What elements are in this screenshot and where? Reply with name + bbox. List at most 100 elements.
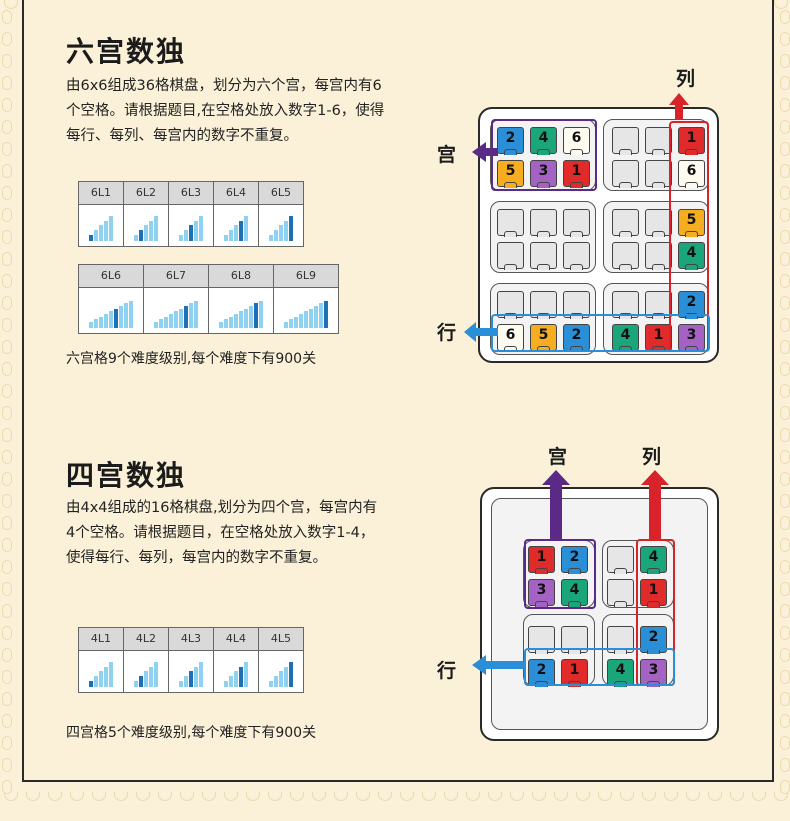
empty-tile: [530, 242, 557, 270]
level-bar: [114, 308, 118, 328]
level-bar: [289, 661, 293, 687]
side-scallop: [780, 648, 790, 662]
number-tile: 4: [678, 242, 705, 270]
level-bar: [179, 235, 183, 241]
level-bar: [149, 220, 153, 241]
side-scallop: [780, 230, 790, 244]
side-scallop: [2, 10, 12, 24]
level-card-6L4: 6L4: [214, 181, 259, 247]
side-scallop: [2, 340, 12, 354]
six-col-label: 列: [676, 68, 696, 90]
level-label: 6L9: [274, 265, 338, 288]
level-bar: [194, 666, 198, 687]
six-box-highlight: [491, 119, 597, 191]
side-scallop: [780, 384, 790, 398]
side-scallop: [780, 164, 790, 178]
side-scallop: [780, 120, 790, 134]
side-scallop: [2, 76, 12, 90]
level-bar: [119, 306, 123, 328]
side-scallop: [2, 142, 12, 156]
level-card-6L1: 6L1: [78, 181, 124, 247]
six-title: 六宫数独: [66, 35, 187, 68]
level-label: 6L3: [169, 182, 213, 205]
empty-tile: [645, 160, 672, 188]
empty-tile: [612, 127, 639, 155]
four-description: 由4x4组成的16格棋盘,划分为四个宫，每宫内有4个空格。请根据题目，在空格处放…: [66, 500, 378, 566]
side-scallop: [780, 758, 790, 772]
level-bar: [184, 676, 188, 687]
side-scallop: [780, 32, 790, 46]
side-scallop: [2, 208, 12, 222]
level-label: 4L3: [169, 628, 213, 651]
level-bar: [109, 661, 113, 687]
level-bar: [159, 319, 163, 328]
level-bar: [284, 220, 288, 241]
level-label: 4L2: [124, 628, 168, 651]
level-card-6L3: 6L3: [169, 181, 214, 247]
side-scallop: [780, 736, 790, 750]
number-tile: 1: [528, 546, 555, 574]
six-row-highlight: [491, 314, 710, 352]
level-bar: [154, 215, 158, 241]
level-card-6L7: 6L7: [144, 264, 209, 334]
side-scallop: [2, 98, 12, 112]
level-bar: [249, 306, 253, 328]
level-bars: [144, 288, 208, 333]
side-scallop: [2, 252, 12, 266]
level-label: 6L6: [79, 265, 143, 288]
side-scallop: [2, 406, 12, 420]
level-bars: [214, 205, 258, 246]
empty-tile: [530, 209, 557, 237]
side-scallop: [2, 120, 12, 134]
number-tile: 1: [561, 659, 588, 687]
level-bar: [234, 671, 238, 687]
level-bar: [99, 225, 103, 241]
level-bar: [279, 671, 283, 687]
side-scallop: [780, 604, 790, 618]
level-bar: [229, 230, 233, 241]
empty-tile: [612, 160, 639, 188]
empty-tile: [645, 209, 672, 237]
level-bar: [224, 681, 228, 687]
six-col-arrow: [669, 93, 689, 120]
four-row-highlight: [524, 648, 675, 686]
level-bar: [224, 319, 228, 328]
level-bar: [144, 671, 148, 687]
side-scallop: [780, 296, 790, 310]
side-scallop: [780, 362, 790, 376]
level-label: 6L5: [259, 182, 303, 205]
side-scallop: [780, 780, 790, 794]
level-bar: [304, 311, 308, 328]
side-scallop: [780, 142, 790, 156]
level-bars: [259, 205, 303, 246]
level-bar: [179, 308, 183, 328]
side-scallop: [780, 54, 790, 68]
four-row-arrow: [472, 655, 526, 675]
side-scallop: [2, 604, 12, 618]
level-bar: [229, 676, 233, 687]
side-scallop: [2, 428, 12, 442]
level-bars: [259, 651, 303, 692]
level-bar: [189, 303, 193, 328]
level-label: 6L1: [79, 182, 123, 205]
level-bar: [274, 230, 278, 241]
side-scallop: [2, 516, 12, 530]
level-bar: [199, 661, 203, 687]
level-bar: [269, 681, 273, 687]
level-bars: [214, 651, 258, 692]
four-row-label: 行: [437, 660, 457, 682]
empty-tile: [645, 127, 672, 155]
level-bar: [194, 220, 198, 241]
level-bar: [274, 676, 278, 687]
level-bar: [184, 306, 188, 328]
level-bars: [124, 205, 168, 246]
side-scallop: [780, 670, 790, 684]
level-bar: [289, 319, 293, 328]
level-bars: [169, 205, 213, 246]
number-tile: 2: [678, 291, 705, 319]
side-scallop: [2, 494, 12, 508]
side-scallop: [780, 428, 790, 442]
